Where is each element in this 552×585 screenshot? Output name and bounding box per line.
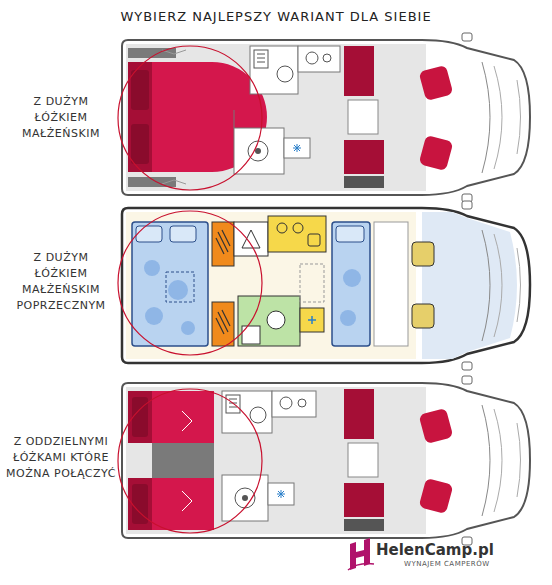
logo-tagline: WYNAJEM CAMPERÓW bbox=[404, 560, 490, 568]
variant-label: Z ODDZIELNYMI ŁÓŻKAMI KTÓRE MOŻNA POŁĄCZ… bbox=[6, 434, 116, 482]
title: WYBIERZ NAJLEPSZY WARIANT DLA SIEBIE bbox=[0, 9, 552, 24]
variant-label: Z DUŻYM ŁÓŻKIEM MAŁŻEŃSKIM POPRZECZNYM bbox=[6, 250, 116, 314]
variant-label: Z DUŻYM ŁÓŻKIEM MAŁŻEŃSKIM bbox=[6, 94, 116, 142]
logo-icon bbox=[348, 538, 374, 570]
logo-text: HelenCamp.pl bbox=[376, 541, 494, 559]
